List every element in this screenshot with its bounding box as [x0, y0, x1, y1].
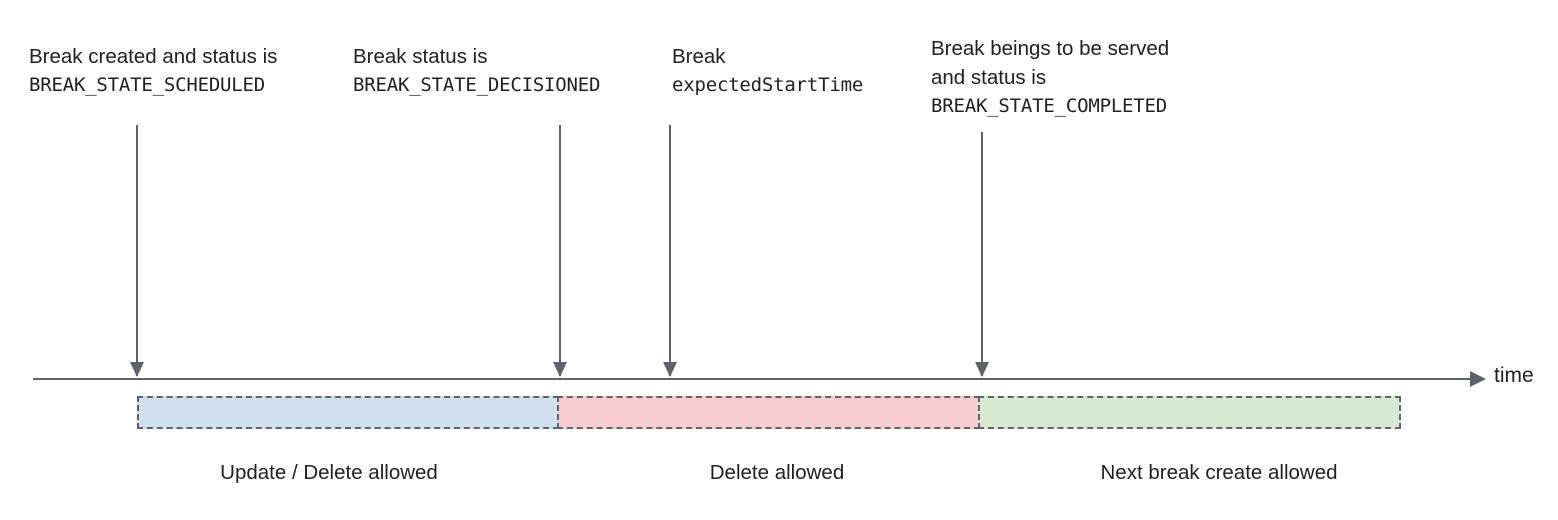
annotation-line: and status is	[931, 66, 1047, 89]
pointer-arrow-break-completed	[981, 132, 983, 376]
annotation-break-expected-start-time: Break expectedStartTime	[672, 42, 863, 100]
annotation-line: Break created and status is	[29, 45, 278, 68]
pointer-arrow-break-created	[136, 125, 138, 376]
phase-segment-scheduled-phase	[137, 396, 559, 429]
phase-bar	[137, 396, 1405, 429]
annotation-break-created: Break created and status is BREAK_STATE_S…	[29, 42, 277, 100]
phase-caption-completed-phase: Next break create allowed	[1100, 461, 1338, 484]
phase-segment-completed-phase	[978, 396, 1401, 429]
phase-segment-decisioned-phase	[557, 396, 980, 429]
annotation-line: BREAK_STATE_SCHEDULED	[29, 74, 266, 96]
pointer-arrow-break-expected-start-time	[669, 125, 671, 376]
annotation-line: BREAK_STATE_COMPLETED	[931, 95, 1168, 117]
annotation-line: BREAK_STATE_DECISIONED	[353, 74, 601, 96]
annotation-break-decisioned: Break status is BREAK_STATE_DECISIONED	[353, 42, 600, 100]
annotation-line: expectedStartTime	[672, 74, 864, 96]
annotation-line: Break beings to be served	[931, 37, 1170, 60]
annotation-break-completed: Break beings to be served and status is BR…	[931, 34, 1169, 121]
time-axis-line	[33, 378, 1470, 380]
annotation-line: Break	[672, 45, 726, 68]
phase-caption-decisioned-phase: Delete allowed	[709, 461, 845, 484]
time-axis-label: time	[1494, 364, 1534, 387]
phase-caption-scheduled-phase: Update / Delete allowed	[220, 461, 438, 484]
pointer-arrow-break-decisioned	[559, 125, 561, 376]
time-axis-arrow-icon	[1470, 371, 1486, 387]
annotation-line: Break status is	[353, 45, 488, 68]
